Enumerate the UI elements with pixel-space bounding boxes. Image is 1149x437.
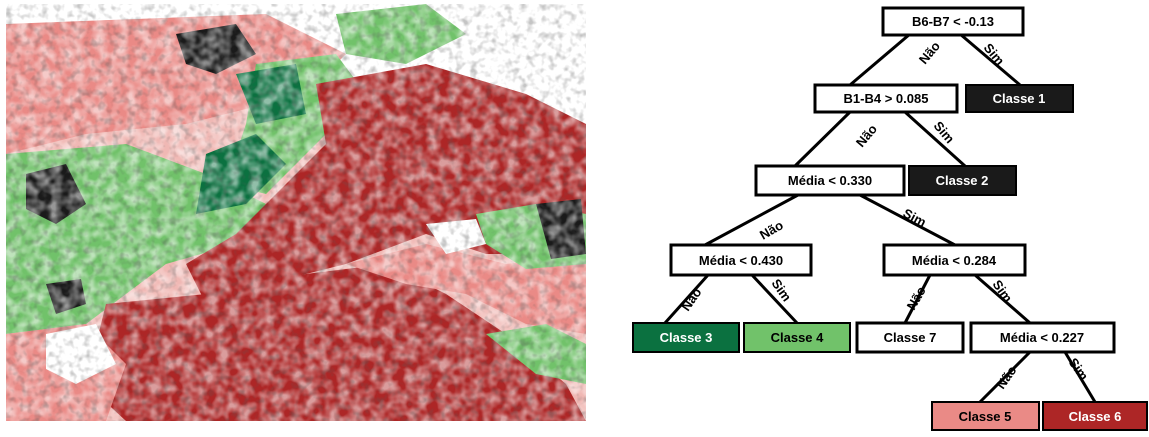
- edge-n2-n3: [793, 110, 852, 168]
- leaf-label: Classe 5: [959, 409, 1012, 424]
- edge-n4-c4: [750, 273, 799, 325]
- edge-n6-c6: [1063, 351, 1097, 403]
- node-label: Média < 0.430: [699, 253, 783, 268]
- classification-map: [6, 4, 586, 421]
- leaf-classe-2: Classe 2: [908, 165, 1017, 196]
- leaf-classe-3: Classe 3: [632, 322, 740, 353]
- node-label: B6-B7 < -0.13: [912, 14, 994, 29]
- tree-node-1: B6-B7 < -0.13: [881, 6, 1025, 37]
- edge-n2-c2: [903, 110, 967, 168]
- tree-node-6: Média < 0.227: [969, 321, 1116, 354]
- leaf-classe-5: Classe 5: [931, 401, 1040, 431]
- tree-node-2: B1-B4 > 0.085: [813, 83, 959, 114]
- branch-label-yes: Sim: [990, 277, 1016, 305]
- leaf-label: Classe 3: [660, 330, 713, 345]
- edge-n5-n6: [974, 273, 1031, 325]
- tree-node-4: Média < 0.430: [669, 243, 813, 277]
- branch-label-no: Não: [853, 121, 880, 150]
- edge-n1-c1: [959, 32, 1021, 87]
- leaf-classe-4: Classe 4: [743, 322, 851, 353]
- branch-label-no: Não: [678, 285, 704, 314]
- branch-label-yes: Sim: [769, 276, 795, 304]
- leaf-classe-1: Classe 1: [965, 84, 1074, 113]
- tree-node-5: Média < 0.284: [882, 243, 1027, 277]
- node-label: Média < 0.284: [912, 253, 997, 268]
- node-label: Média < 0.330: [788, 173, 872, 188]
- node-label: Média < 0.227: [1000, 330, 1084, 345]
- branch-label-no: Não: [757, 217, 786, 242]
- decision-tree-diagram: Não Sim Não Sim Não Sim Não Sim Não Sim …: [632, 6, 1148, 431]
- leaf-classe-6: Classe 6: [1042, 401, 1148, 431]
- node-label: B1-B4 > 0.085: [844, 91, 929, 106]
- leaf-label: Classe 1: [993, 91, 1046, 106]
- branch-label-no: Não: [904, 284, 929, 313]
- edge-n3-n5: [859, 193, 956, 247]
- edge-n4-c3: [663, 273, 710, 325]
- leaf-label: Classe 6: [1069, 409, 1122, 424]
- edge-n1-n2: [849, 32, 911, 87]
- leaf-label: Classe 2: [936, 173, 989, 188]
- tree-node-3: Média < 0.330: [754, 164, 906, 197]
- edge-n5-c7: [903, 274, 932, 324]
- leaf-label: Classe 4: [771, 330, 825, 345]
- edge-n3-n4: [704, 193, 799, 247]
- leaf-label: Classe 7: [884, 330, 937, 345]
- leaf-classe-7: Classe 7: [855, 321, 965, 354]
- branch-label-yes: Sim: [931, 118, 958, 146]
- branch-label-yes: Sim: [901, 205, 929, 229]
- classification-map-image: [6, 4, 586, 421]
- decision-tree: Não Sim Não Sim Não Sim Não Sim Não Sim …: [620, 0, 1149, 432]
- edge-n6-c5: [978, 350, 1032, 404]
- branch-label-yes: Sim: [981, 40, 1008, 68]
- branch-label-no: Não: [916, 38, 943, 67]
